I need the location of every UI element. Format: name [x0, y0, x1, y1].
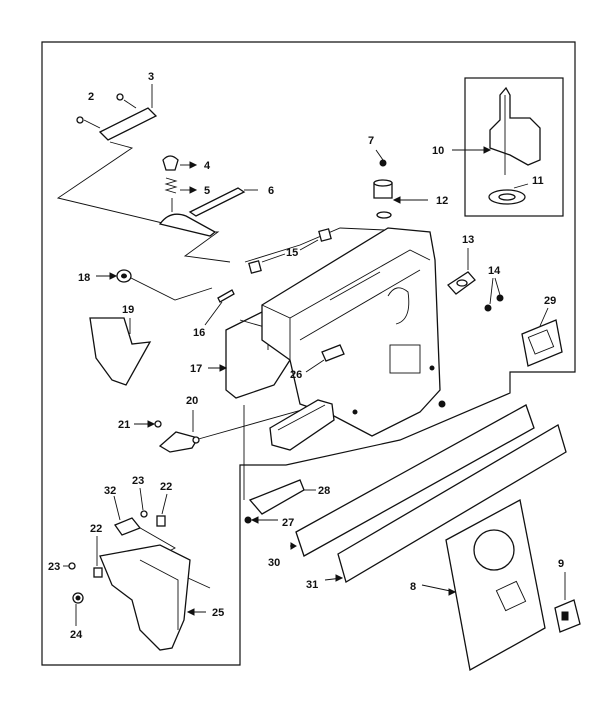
part-9-button	[554, 572, 581, 633]
part-25-frame	[99, 544, 211, 651]
callout-10: 10	[432, 145, 444, 157]
arrowheads	[109, 146, 492, 616]
part-29-square	[521, 307, 563, 367]
part-28-guide	[248, 479, 316, 515]
callout-29: 29	[544, 295, 556, 307]
part-22-clip-left	[93, 536, 103, 578]
part-4-knob	[162, 155, 196, 171]
callout-6: 6	[268, 185, 274, 197]
part-14-screws	[484, 277, 504, 312]
part-3-bracket	[76, 84, 158, 141]
callout-20: 20	[186, 395, 198, 407]
callout-32: 32	[104, 485, 116, 497]
callout-8: 8	[410, 581, 416, 593]
callout-21: 21	[118, 419, 130, 431]
callout-30: 30	[268, 557, 280, 569]
outer-boundary	[41, 41, 576, 666]
part-8-cover	[421, 499, 546, 672]
part-20-lever	[158, 410, 200, 453]
callout-15: 15	[286, 247, 298, 259]
part-22-clip-top	[156, 493, 168, 527]
callout-11: 11	[532, 175, 544, 187]
part-6-lever	[158, 187, 258, 237]
part-32-block	[113, 495, 142, 536]
callout-25: 25	[212, 607, 224, 619]
callout-24: 24	[70, 629, 83, 641]
main-housing	[261, 227, 446, 437]
callout-17: 17	[190, 363, 202, 375]
callout-3: 3	[148, 71, 154, 83]
callout-4: 4	[204, 160, 211, 172]
part-19-shield	[89, 317, 152, 386]
callout-26: 26	[290, 369, 302, 381]
part-10-assembly	[452, 86, 541, 205]
callout-31: 31	[306, 579, 318, 591]
part-16-clip	[204, 289, 235, 326]
part-23-screw-top	[139, 487, 148, 518]
part-12-cap	[373, 179, 428, 219]
callout-5: 5	[204, 185, 210, 197]
part-15-clips	[248, 228, 332, 274]
callout-28: 28	[318, 485, 330, 497]
callout-23b: 23	[48, 561, 60, 573]
group-line-mid	[124, 274, 213, 301]
callout-16: 16	[193, 327, 205, 339]
callout-7: 7	[368, 135, 374, 147]
callout-labels: 2 3 4 5 6 7 10 11 12 13 14 15 16 17 18 1…	[48, 71, 564, 641]
callout-23a: 23	[132, 475, 144, 487]
callout-19: 19	[122, 304, 134, 316]
part-24-washer	[72, 592, 84, 626]
callout-2: 2	[88, 91, 94, 103]
callout-27: 27	[282, 517, 294, 529]
part-7-screw	[375, 149, 387, 167]
callout-22b: 22	[90, 523, 102, 535]
part-23-screw-left	[63, 562, 76, 570]
callout-22a: 22	[160, 481, 172, 493]
bed-assembly	[269, 399, 335, 451]
callout-9: 9	[558, 558, 564, 570]
callout-13: 13	[462, 234, 474, 246]
callout-12: 12	[436, 195, 448, 207]
part-27-screw	[244, 516, 278, 524]
part-26-slide	[305, 344, 345, 373]
part-13-plate	[447, 248, 476, 295]
inset-box	[464, 77, 564, 217]
callout-18: 18	[78, 272, 90, 284]
callout-14: 14	[488, 265, 501, 277]
